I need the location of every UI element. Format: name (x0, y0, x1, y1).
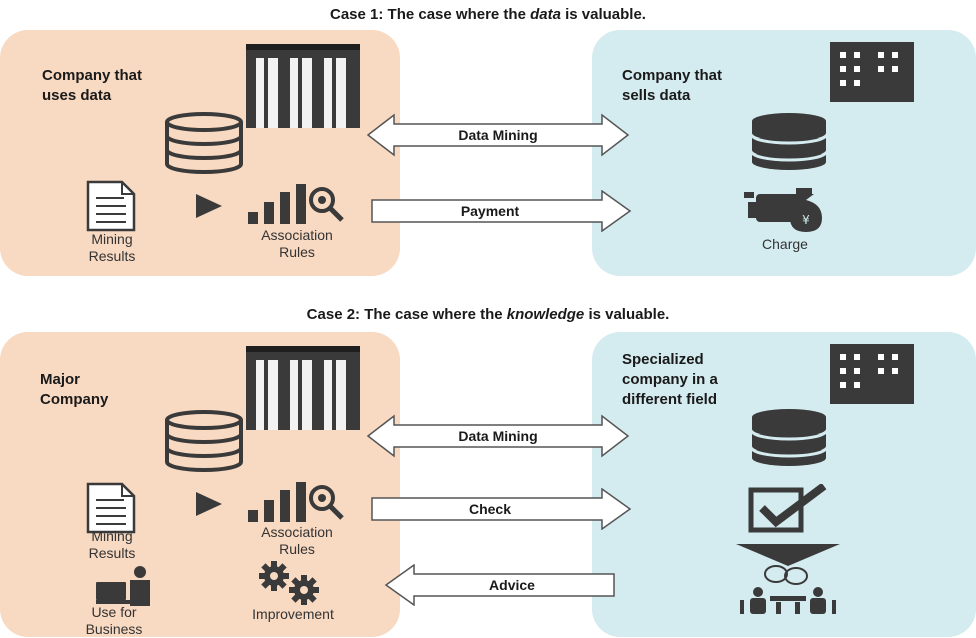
office-building-icon (246, 346, 360, 430)
case2-title: Case 2: The case where the knowledge is … (306, 306, 670, 323)
case1-left-label: Company that uses data (42, 67, 143, 104)
money-bag-icon: ¥ (744, 188, 840, 232)
advice-arrow: Advice (384, 564, 616, 606)
laptop-person-icon (96, 566, 162, 606)
association-rules-caption: Association Rules (261, 227, 333, 260)
building-icon (830, 344, 914, 404)
charge-caption: Charge (762, 236, 808, 252)
payment-label: Payment (460, 203, 520, 219)
data-mining-label: Data Mining (458, 127, 538, 143)
case1-right-label: Company that sells data (622, 67, 723, 104)
advice-label: Advice (489, 577, 535, 593)
play-triangle-icon (196, 492, 222, 516)
mining-results-caption: Mining Results (88, 231, 136, 264)
use-for-business-caption: Use for Business (85, 604, 143, 637)
database-outline-icon (163, 112, 245, 174)
bar-chart-magnifier-icon (248, 482, 344, 522)
case2-left-label: Major Company (40, 371, 109, 408)
building-icon (830, 42, 914, 102)
improvement-caption: Improvement (252, 606, 334, 622)
database-solid-icon (748, 408, 830, 466)
association-rules-caption: Association Rules (261, 524, 333, 557)
document-icon (86, 180, 136, 232)
gears-icon (256, 560, 326, 606)
svg-text:¥: ¥ (802, 213, 810, 227)
payment-arrow: Payment (370, 190, 632, 232)
database-outline-icon (163, 410, 245, 472)
check-arrow: Check (370, 488, 632, 530)
bar-chart-magnifier-icon (248, 184, 344, 224)
data-mining-double-arrow: Data Mining (366, 113, 630, 157)
case2-right-label: Specialized company in a different field (622, 351, 718, 408)
case1-title: Case 1: The case where the data is valua… (330, 6, 646, 23)
database-solid-icon (748, 112, 830, 170)
mining-results-caption: Mining Results (88, 528, 136, 561)
document-icon (86, 482, 136, 534)
data-mining-label: Data Mining (458, 428, 538, 444)
checkbox-checked-icon (748, 484, 828, 534)
meeting-people-icon (736, 564, 840, 616)
play-triangle-icon (196, 194, 222, 218)
down-triangle-icon (736, 544, 840, 566)
data-mining-double-arrow: Data Mining (366, 414, 630, 458)
office-building-icon (246, 44, 360, 128)
check-label: Check (468, 501, 512, 517)
